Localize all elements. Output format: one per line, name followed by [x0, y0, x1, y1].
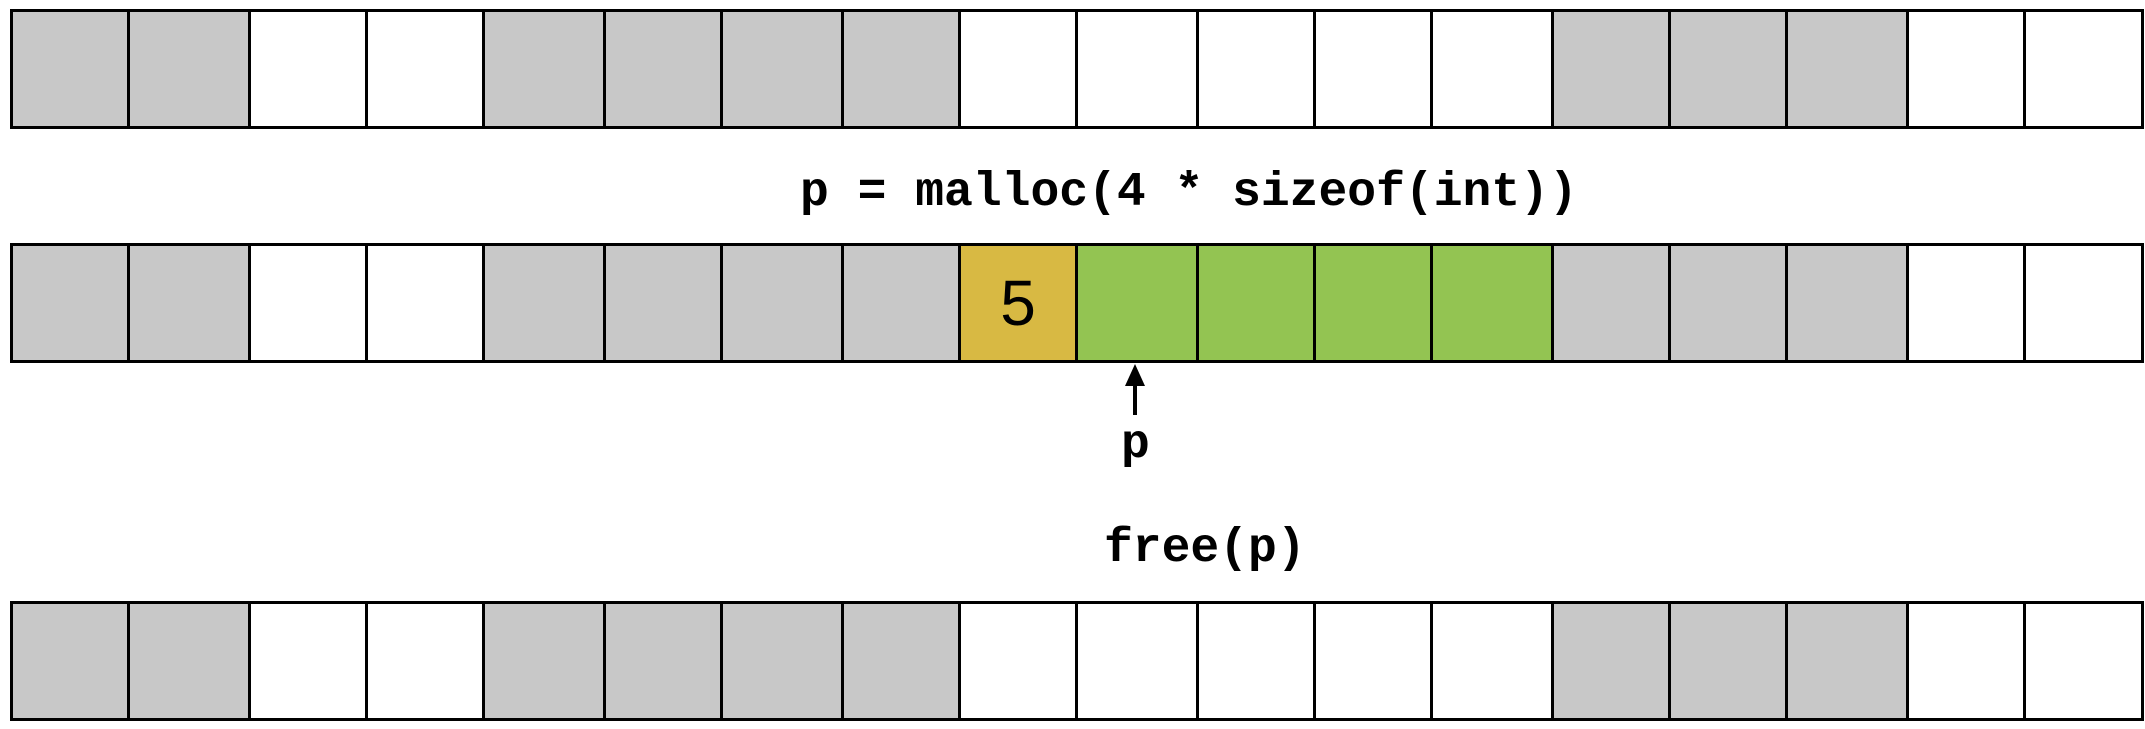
memory-cell-used: [844, 12, 961, 126]
malloc-call-label: p = malloc(4 * sizeof(int)): [800, 166, 1578, 220]
memory-cell-allocated: [1316, 246, 1433, 360]
memory-cell-used: [485, 246, 606, 360]
memory-cell-used: [1788, 604, 1909, 718]
memory-cell-free: [1199, 12, 1316, 126]
memory-cell-used: [1554, 12, 1671, 126]
memory-cell-used: [1554, 604, 1671, 718]
heap-row-after-malloc: 5: [10, 243, 2144, 363]
memory-cell-free: [368, 246, 485, 360]
memory-cell-free: [1316, 12, 1433, 126]
pointer-arrow-icon: [1125, 364, 1145, 415]
memory-cell-used: [606, 12, 723, 126]
memory-cell-free: [2026, 12, 2144, 126]
memory-cell-free: [1316, 604, 1433, 718]
memory-cell-used: [723, 604, 844, 718]
memory-cell-used: [1671, 604, 1788, 718]
memory-cell-used: [485, 12, 606, 126]
memory-cell-used: [1554, 246, 1671, 360]
memory-cell-allocated: [1078, 246, 1199, 360]
memory-cell-free: [1909, 12, 2026, 126]
memory-cell-free: [2026, 604, 2144, 718]
memory-cell-free: [961, 12, 1078, 126]
memory-cell-used: [1671, 246, 1788, 360]
memory-cell-free: [1433, 604, 1554, 718]
memory-cell-free: [961, 604, 1078, 718]
memory-cell-used: [13, 12, 130, 126]
memory-cell-free: [368, 604, 485, 718]
memory-cell-used: [1788, 12, 1909, 126]
memory-cell-free: [1433, 12, 1554, 126]
memory-cell-used: [844, 246, 961, 360]
free-call-label: free(p): [1104, 522, 1306, 576]
memory-cell-header: 5: [961, 246, 1078, 360]
memory-cell-used: [606, 246, 723, 360]
memory-cell-free: [1078, 12, 1199, 126]
memory-cell-used: [485, 604, 606, 718]
memory-cell-allocated: [1199, 246, 1316, 360]
memory-cell-free: [1909, 604, 2026, 718]
memory-cell-free: [251, 12, 368, 126]
heap-row-after-free: [10, 601, 2144, 721]
memory-cell-used: [723, 12, 844, 126]
memory-cell-free: [368, 12, 485, 126]
memory-cell-used: [13, 246, 130, 360]
memory-cell-used: [130, 604, 251, 718]
memory-cell-free: [1199, 604, 1316, 718]
memory-cell-used: [723, 246, 844, 360]
memory-cell-used: [13, 604, 130, 718]
memory-cell-free: [1078, 604, 1199, 718]
memory-cell-allocated: [1433, 246, 1554, 360]
memory-cell-used: [844, 604, 961, 718]
memory-cell-free: [1909, 246, 2026, 360]
memory-cell-used: [130, 246, 251, 360]
memory-cell-free: [251, 604, 368, 718]
memory-cell-free: [2026, 246, 2144, 360]
memory-cell-used: [1671, 12, 1788, 126]
memory-cell-used: [606, 604, 723, 718]
memory-cell-used: [1788, 246, 1909, 360]
heap-row-initial: [10, 9, 2144, 129]
pointer-label: p: [1121, 418, 1150, 472]
memory-cell-used: [130, 12, 251, 126]
memory-cell-free: [251, 246, 368, 360]
